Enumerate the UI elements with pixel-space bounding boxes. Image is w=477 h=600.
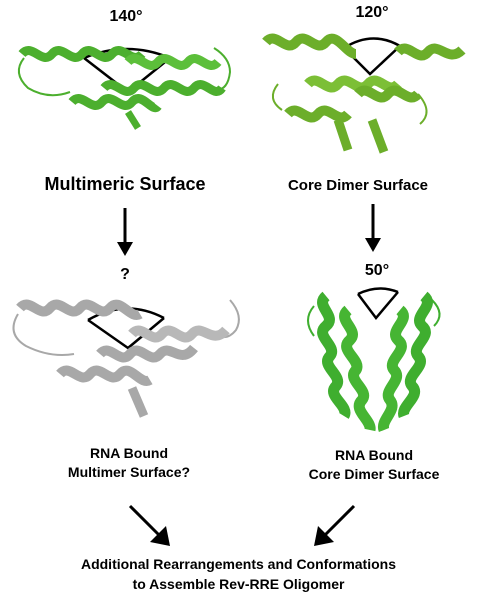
angle-arc-mid-right: [357, 291, 399, 321]
angle-label-mid-right: 50°: [364, 262, 390, 279]
angle-label-top-right: 120°: [355, 4, 389, 21]
helix-ribbons-top-left: [18, 46, 226, 130]
arrow-down-right-icon: [365, 204, 381, 252]
helix-structure-top-left: [17, 46, 232, 130]
label-rna-bound-core-dimer-line1: RNA Bound: [334, 447, 414, 463]
arrow-diagonal-left-icon: [128, 504, 170, 546]
bottom-caption-line2: to Assemble Rev-RRE Oligomer: [132, 576, 345, 592]
label-rna-bound-core-dimer: RNA Bound Core Dimer Surface: [284, 446, 464, 484]
arrow-down-left-icon: [117, 208, 133, 256]
angle-label-mid-left: ?: [120, 266, 130, 283]
angle-label-top-left: 140°: [109, 8, 143, 25]
helix-structure-mid-right: [307, 287, 441, 433]
label-core-dimer-surface: Core Dimer Surface: [287, 177, 429, 194]
helix-ribbons-mid-right: [317, 291, 433, 433]
angle-arc-mid-left: [87, 317, 165, 350]
label-rna-bound-core-dimer-line2: Core Dimer Surface: [308, 466, 440, 482]
label-rna-bound-multimer-line1: RNA Bound: [89, 445, 169, 461]
label-rna-bound-multimer: RNA Bound Multimer Surface?: [34, 444, 224, 482]
helix-structure-top-right: [262, 33, 466, 154]
bottom-caption: Additional Rearrangements and Conformati…: [0, 554, 477, 594]
bottom-caption-line1: Additional Rearrangements and Conformati…: [80, 556, 397, 572]
label-multimeric-surface: Multimeric Surface: [44, 174, 206, 194]
helix-ribbons-mid-left: [16, 299, 230, 418]
helix-ribbons-top-right: [262, 33, 466, 154]
label-rna-bound-multimer-line2: Multimer Surface?: [67, 464, 191, 480]
arrow-diagonal-right-icon: [314, 504, 356, 546]
helix-structure-mid-left: [12, 299, 240, 418]
